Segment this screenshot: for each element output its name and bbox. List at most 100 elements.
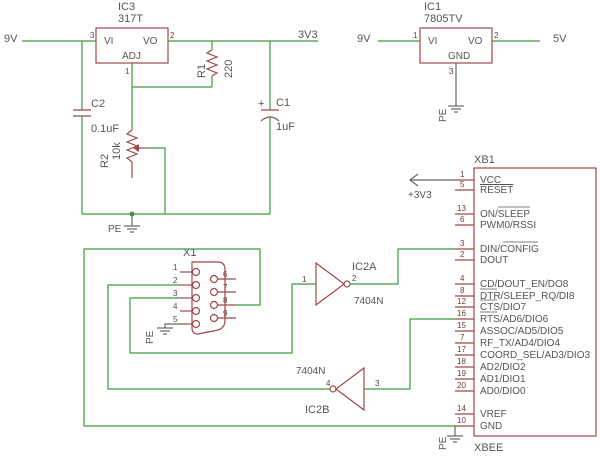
svg-text:VCC: VCC	[480, 175, 501, 186]
ic3-pin-in: 3	[90, 31, 95, 40]
ic3-pin-out: 2	[170, 31, 175, 40]
x1-pin: 4	[173, 302, 178, 311]
x1-pin: 9	[223, 309, 228, 318]
r1-value: 220	[223, 60, 235, 78]
svg-text:2: 2	[460, 250, 465, 259]
svg-text:DTR/SLEEP_RQ/DI8: DTR/SLEEP_RQ/DI8	[480, 291, 575, 302]
svg-text:VREF: VREF	[480, 409, 507, 420]
ic1-pin-gnd: 3	[449, 67, 454, 76]
arrow-vcc-icon	[409, 173, 419, 187]
net-9v-left: 9V	[4, 33, 18, 45]
pe-label-x1: PE	[145, 330, 156, 344]
x1-db9-connector[interactable]	[180, 261, 236, 335]
c1-name: C1	[276, 97, 290, 109]
r2-name: R2	[99, 154, 111, 168]
svg-text:CTS/DIO7: CTS/DIO7	[480, 302, 527, 313]
svg-text:RESET: RESET	[480, 185, 513, 196]
c2-name: C2	[91, 98, 105, 110]
svg-text:10: 10	[457, 416, 466, 425]
svg-text:ASSOC/AD5/DIO5: ASSOC/AD5/DIO5	[480, 326, 564, 337]
svg-text:13: 13	[457, 204, 466, 213]
wire-ic2a-out	[350, 248, 455, 285]
ic2a-value: 7404N	[354, 296, 383, 307]
ic1-gnd: GND	[448, 51, 470, 62]
c2-capacitor[interactable]	[73, 109, 91, 117]
x1-pin: 6	[223, 270, 228, 279]
ic2b-inverter[interactable]	[329, 366, 365, 412]
x1-name: X1	[183, 247, 196, 259]
wire-ic2b-in	[364, 318, 455, 390]
wire-db9-pin3	[129, 283, 316, 354]
xb1-footer: XBEE	[474, 442, 503, 454]
ic2b-pin-out: 3	[375, 379, 380, 388]
svg-text:19: 19	[457, 369, 466, 378]
svg-text:AD2/DIO2: AD2/DIO2	[480, 362, 526, 373]
x1-pin: 1	[173, 263, 178, 272]
svg-text:7: 7	[460, 333, 465, 342]
xb1-name: XB1	[474, 154, 495, 166]
svg-text:ON/SLEEP: ON/SLEEP	[480, 209, 530, 220]
ic1-name: IC1	[424, 1, 441, 13]
ic1-value: 7805TV	[424, 13, 463, 25]
r1-resistor[interactable]	[205, 49, 219, 77]
x1-pin: 3	[173, 289, 178, 298]
c1-value: 1uF	[276, 121, 295, 133]
svg-text:AD0/DIO0: AD0/DIO0	[480, 386, 526, 397]
svg-text:DIN/CONFIG: DIN/CONFIG	[480, 244, 539, 255]
svg-text:RF_TX/AD4/DIO4: RF_TX/AD4/DIO4	[480, 338, 560, 349]
x1-pin: 7	[223, 283, 228, 292]
ic2a-name: IC2A	[352, 261, 377, 273]
svg-text:1: 1	[460, 170, 465, 179]
ground-symbol-ic3	[124, 225, 140, 233]
r1-name: R1	[196, 64, 208, 78]
x1-pin: 2	[173, 276, 178, 285]
net-9v-right: 9V	[357, 33, 371, 45]
net-3v3: 3V3	[298, 29, 318, 41]
ic2b-value: 7404N	[296, 366, 325, 377]
x1-pin: 8	[223, 296, 228, 305]
svg-text:8: 8	[460, 286, 465, 295]
xb1-xbee-module[interactable]	[473, 167, 597, 437]
r2-value: 10k	[111, 142, 123, 160]
ic3-vo: VO	[143, 36, 158, 47]
r2-potentiometer[interactable]	[125, 129, 150, 178]
svg-text:17: 17	[457, 345, 466, 354]
ic1-regulator[interactable]: IC1 7805TV VI VO GND 1 2 3	[413, 1, 499, 76]
ic1-pin-in: 1	[413, 31, 418, 40]
ic2a-pin-out: 2	[352, 274, 357, 283]
net-3v3-arrow: +3V3	[408, 190, 432, 201]
ic3-vi: VI	[104, 36, 113, 47]
svg-text:3: 3	[460, 239, 465, 248]
ground-symbol-ic1	[448, 105, 464, 113]
xb1-pin: 4CD/DOUT_EN/DO8	[455, 274, 569, 290]
ic2a-inverter[interactable]	[315, 261, 351, 307]
svg-text:14: 14	[457, 404, 466, 413]
ground-symbol-x1	[157, 327, 173, 335]
c1-plus: +	[258, 98, 264, 110]
svg-text:6: 6	[460, 215, 465, 224]
ic2a-pin-in: 1	[302, 275, 307, 284]
ic2b-name: IC2B	[305, 404, 329, 416]
ground-symbol-xbee	[447, 435, 463, 443]
ic1-pin-out: 2	[494, 31, 499, 40]
svg-text:5: 5	[460, 180, 465, 189]
x1-pin: 5	[173, 315, 178, 324]
svg-text:GND: GND	[480, 421, 502, 432]
pe-label-ic3: PE	[108, 224, 122, 235]
wire-r2-wiper	[150, 147, 166, 214]
wire-db9-pin2	[107, 284, 330, 390]
c2-value: 0.1uF	[91, 123, 119, 135]
